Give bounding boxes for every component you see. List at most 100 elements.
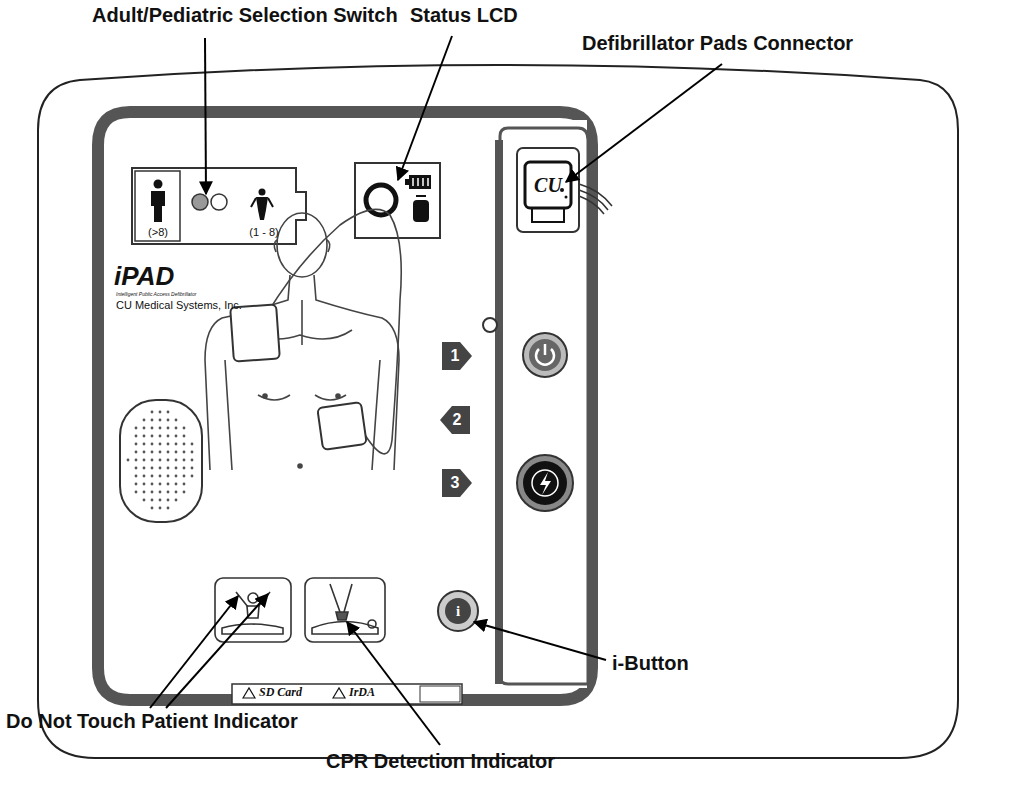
speaker-hole bbox=[159, 427, 162, 430]
speaker-hole bbox=[143, 499, 146, 502]
speaker-hole bbox=[159, 419, 162, 422]
callout-label: Adult/Pediatric Selection Switch bbox=[92, 4, 398, 26]
housing bbox=[38, 65, 958, 758]
port-label: SD Card bbox=[259, 686, 302, 699]
speaker-hole bbox=[167, 459, 170, 462]
speaker-hole bbox=[175, 443, 178, 446]
speaker-hole bbox=[151, 467, 154, 470]
speaker-hole bbox=[135, 467, 138, 470]
speaker-hole bbox=[159, 411, 162, 414]
speaker-hole bbox=[167, 475, 170, 478]
callout-label: Defibrillator Pads Connector bbox=[582, 32, 853, 54]
speaker-hole bbox=[175, 467, 178, 470]
speaker-hole bbox=[183, 451, 186, 454]
speaker-hole bbox=[175, 499, 178, 502]
selection-switch bbox=[132, 168, 306, 244]
speaker-hole bbox=[191, 459, 194, 462]
speaker-hole bbox=[143, 419, 146, 422]
patient-figure bbox=[205, 213, 399, 470]
speaker-hole bbox=[183, 427, 186, 430]
speaker-hole bbox=[183, 491, 186, 494]
port-strip bbox=[232, 684, 462, 704]
age-label: (>8) bbox=[148, 226, 168, 238]
speaker-hole bbox=[191, 443, 194, 446]
step-number: 2 bbox=[453, 411, 462, 429]
brand-tagline: Intelligent Public Access Defibrillator bbox=[116, 292, 196, 298]
speaker-hole bbox=[183, 475, 186, 478]
speaker-hole bbox=[135, 435, 138, 438]
speaker-hole bbox=[143, 459, 146, 462]
speaker-hole bbox=[159, 507, 162, 510]
speaker-hole bbox=[183, 483, 186, 486]
speaker-hole bbox=[175, 483, 178, 486]
speaker-hole bbox=[167, 499, 170, 502]
step-arrows bbox=[440, 342, 472, 497]
speaker-hole bbox=[167, 451, 170, 454]
speaker-hole bbox=[135, 491, 138, 494]
brand-logo: CU bbox=[534, 174, 562, 196]
speaker-hole bbox=[151, 411, 154, 414]
callout-label: Do Not Touch Patient Indicator bbox=[6, 710, 298, 732]
speaker-hole bbox=[159, 443, 162, 446]
speaker-hole bbox=[143, 467, 146, 470]
i-button bbox=[438, 591, 478, 631]
speaker-hole bbox=[175, 419, 178, 422]
speaker-hole bbox=[135, 483, 138, 486]
speaker-hole bbox=[159, 459, 162, 462]
speaker-hole bbox=[175, 451, 178, 454]
speaker-hole bbox=[151, 491, 154, 494]
speaker-hole bbox=[151, 483, 154, 486]
speaker-hole bbox=[143, 451, 146, 454]
speaker-hole bbox=[151, 451, 154, 454]
speaker-hole bbox=[159, 467, 162, 470]
speaker-hole bbox=[135, 459, 138, 462]
speaker-hole bbox=[159, 499, 162, 502]
status-lcd bbox=[355, 163, 440, 238]
speaker-hole bbox=[135, 427, 138, 430]
speaker-hole bbox=[151, 435, 154, 438]
speaker-hole bbox=[175, 475, 178, 478]
callout-label: CPR Detection Indicator bbox=[326, 750, 555, 772]
speaker-hole bbox=[183, 435, 186, 438]
speaker-hole bbox=[151, 459, 154, 462]
indicator-hole bbox=[483, 318, 497, 332]
speaker-hole bbox=[135, 451, 138, 454]
speaker-hole bbox=[175, 459, 178, 462]
speaker-hole bbox=[127, 459, 130, 462]
speaker-hole bbox=[143, 483, 146, 486]
cpr-indicator bbox=[305, 578, 385, 642]
speaker-hole bbox=[167, 419, 170, 422]
speaker-hole bbox=[135, 475, 138, 478]
speaker-hole bbox=[183, 459, 186, 462]
age-label: (1 - 8) bbox=[249, 226, 278, 238]
speaker-hole bbox=[151, 499, 154, 502]
speaker-hole bbox=[151, 419, 154, 422]
speaker-hole bbox=[151, 475, 154, 478]
speaker-hole bbox=[167, 467, 170, 470]
speaker-hole bbox=[143, 427, 146, 430]
speaker-grille bbox=[120, 400, 202, 522]
speaker-hole bbox=[159, 483, 162, 486]
speaker-hole bbox=[191, 467, 194, 470]
speaker-hole bbox=[175, 427, 178, 430]
button-icon: i bbox=[456, 603, 460, 620]
speaker-hole bbox=[167, 443, 170, 446]
speaker-hole bbox=[167, 507, 170, 510]
speaker-hole bbox=[167, 435, 170, 438]
speaker-hole bbox=[151, 443, 154, 446]
brand-logo: iPAD bbox=[114, 262, 174, 291]
speaker-hole bbox=[167, 491, 170, 494]
speaker-hole bbox=[159, 491, 162, 494]
speaker-hole bbox=[167, 483, 170, 486]
defibrillator-pads bbox=[230, 209, 401, 453]
speaker-hole bbox=[135, 443, 138, 446]
speaker-hole bbox=[175, 435, 178, 438]
speaker-hole bbox=[167, 427, 170, 430]
speaker-hole bbox=[159, 451, 162, 454]
speaker-hole bbox=[183, 467, 186, 470]
callout-label: Status LCD bbox=[410, 4, 518, 26]
step-number: 3 bbox=[451, 474, 460, 492]
power-button bbox=[523, 333, 567, 377]
leader-lines bbox=[150, 36, 722, 745]
